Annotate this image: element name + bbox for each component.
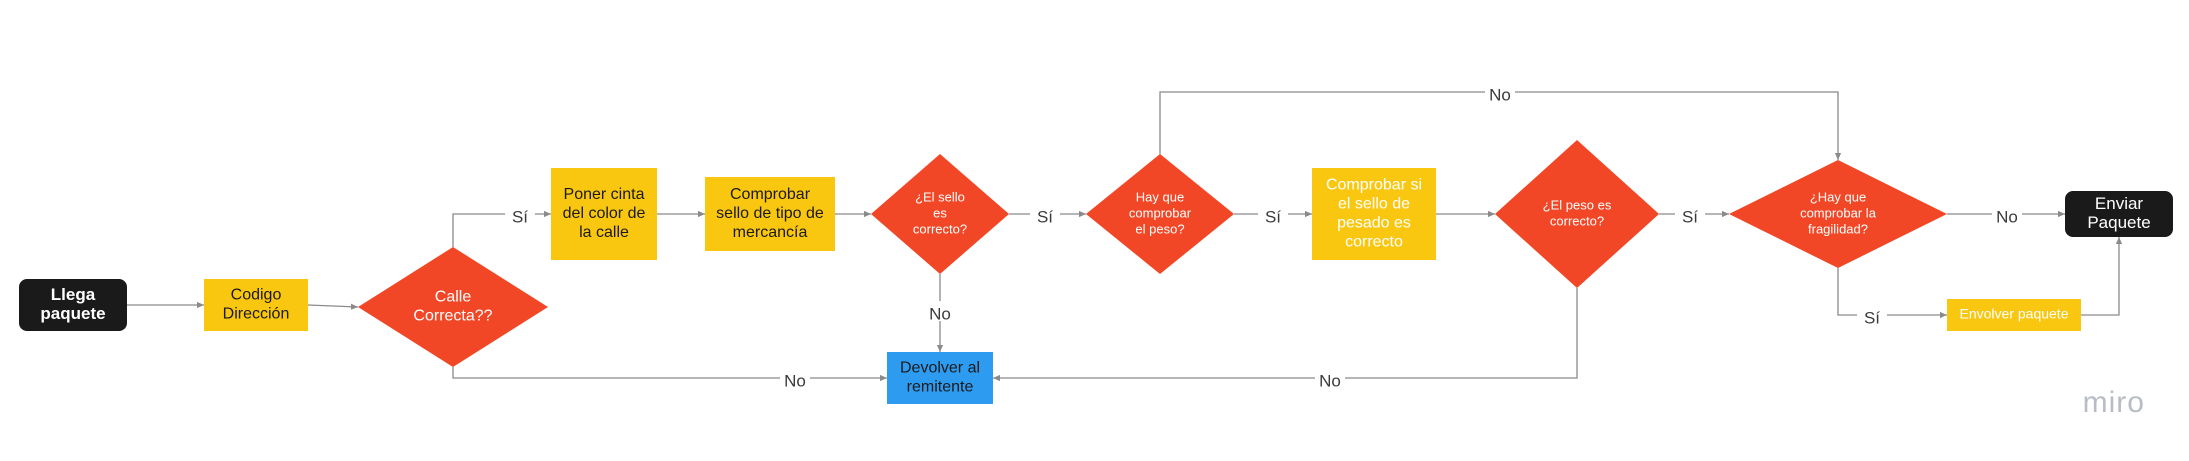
connector-line <box>993 288 1578 382</box>
connector-label-no: No <box>1996 207 2018 226</box>
node-label-line: fragilidad? <box>1808 221 1868 236</box>
node-label-line: Hay que <box>1136 189 1184 204</box>
node-label-line: Comprobar si <box>1326 177 1422 194</box>
decision-shape <box>1729 160 1947 268</box>
node-comprobar-sello-tipo: Comprobar sello de tipo de mercancía <box>705 177 835 251</box>
node-label-line: paquete <box>40 304 105 323</box>
connector-label-bg <box>780 368 810 388</box>
node-shape <box>551 168 657 260</box>
node-devolver: Devolver al remitente <box>887 352 993 404</box>
connector-label-bg <box>505 204 535 224</box>
connector-label-si: Sí <box>1864 308 1880 327</box>
node-label-line: sello de tipo de <box>716 205 824 222</box>
node-label-line: Codigo <box>231 287 282 304</box>
node-shape <box>705 177 835 251</box>
node-label-line: Comprobar <box>730 186 811 203</box>
connector-label-bg <box>1857 305 1887 325</box>
node-label-line: del color de <box>563 205 646 222</box>
connector-line <box>307 303 359 310</box>
decision-shape <box>1495 140 1659 288</box>
connector-line <box>452 367 887 382</box>
connector-line <box>452 210 551 247</box>
connector-label-bg <box>1675 204 1705 224</box>
decision-shape <box>1086 154 1234 274</box>
node-label-line: ¿El peso es <box>1543 197 1612 212</box>
node-label-line: correcto? <box>1550 213 1604 228</box>
node-label-line: remitente <box>907 379 974 396</box>
node-envolver: Envolver paquete <box>1947 299 2081 331</box>
connector-label-no: No <box>784 371 806 390</box>
connector-label-si: Sí <box>512 207 528 226</box>
node-shape <box>19 279 127 331</box>
node-label-line: Enviar <box>2095 194 2144 213</box>
node-comprobar-sello-pesado: Comprobar si el sello de pesado es correcto <box>1312 168 1436 260</box>
connector-label-si: Sí <box>1265 207 1281 226</box>
connector-line <box>1837 268 1947 319</box>
node-shape <box>887 352 993 404</box>
node-label-line: la calle <box>579 224 629 241</box>
connector-label-bg <box>1485 82 1515 102</box>
connector-label-si: Sí <box>1037 207 1053 226</box>
node-label-line: Envolver paquete <box>1960 306 2069 322</box>
connector-label-si: Sí <box>1682 207 1698 226</box>
connector-label-no: No <box>1319 371 1341 390</box>
connector-label-bg <box>925 301 955 321</box>
node-shape <box>1947 299 2081 331</box>
node-label-line: correcto? <box>913 221 967 236</box>
node-shape <box>2065 191 2173 237</box>
node-label-line: pesado es <box>1337 215 1411 232</box>
node-label-line: ¿El sello <box>915 189 965 204</box>
node-label-line: el peso? <box>1135 221 1184 236</box>
node-label-line: Llega <box>51 285 96 304</box>
node-label-line: es <box>933 205 947 220</box>
node-label-line: comprobar <box>1129 205 1192 220</box>
miro-watermark: miro <box>2082 386 2145 419</box>
node-label-line: correcto <box>1345 234 1403 251</box>
connector-label-bg <box>1258 204 1288 224</box>
node-label-line: Poner cinta <box>564 186 645 203</box>
node-shape <box>204 279 308 331</box>
node-label-line: mercancía <box>733 224 808 241</box>
connector-label-no: No <box>929 304 951 323</box>
connector-line <box>2081 237 2123 316</box>
node-poner: Poner cinta del color de la calle <box>551 168 657 260</box>
node-label-line: comprobar la <box>1800 205 1877 220</box>
node-shape <box>1312 168 1436 260</box>
decision-shape <box>358 247 548 367</box>
node-label-line: Calle <box>435 289 472 306</box>
connector-label-bg <box>1992 204 2022 224</box>
node-label-line: Devolver al <box>900 360 980 377</box>
connector-label-no: No <box>1489 85 1511 104</box>
node-label-line: Dirección <box>223 306 290 323</box>
node-label-line: Correcta?? <box>413 308 492 325</box>
node-label-line: el sello de <box>1338 196 1410 213</box>
node-label-line: ¿Hay que <box>1810 189 1866 204</box>
decision-shape <box>871 154 1009 274</box>
connector-label-bg <box>1315 368 1345 388</box>
connector-label-bg <box>1030 204 1060 224</box>
node-label-line: Paquete <box>2087 213 2150 232</box>
